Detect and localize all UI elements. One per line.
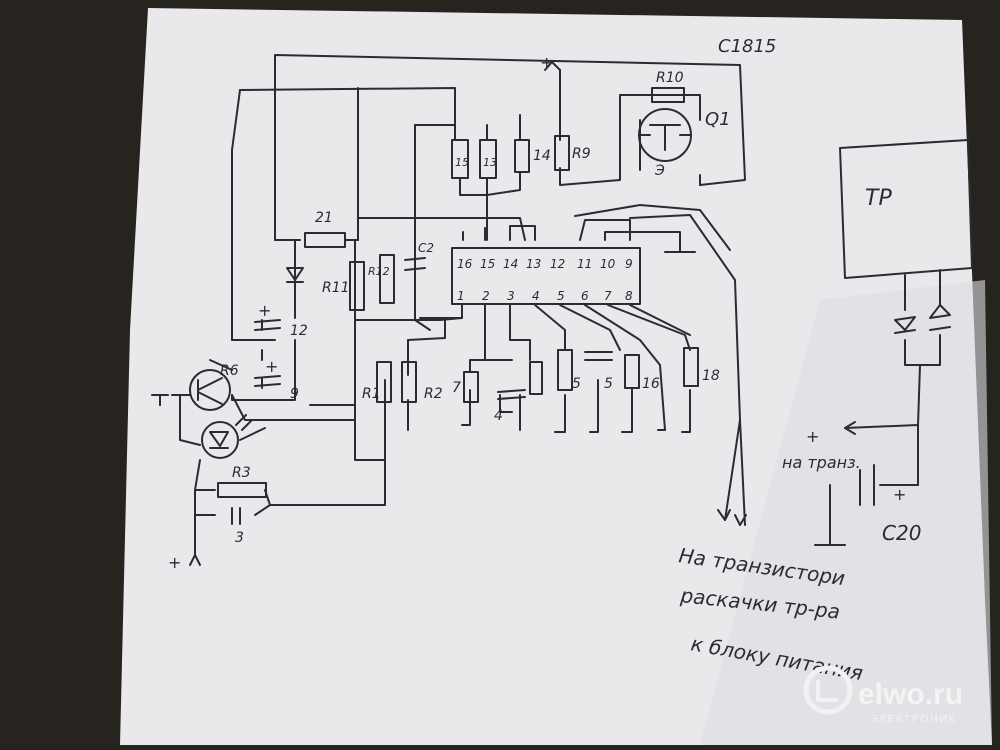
pin-label: 12 — [550, 257, 565, 271]
label-r18: 18 — [702, 368, 720, 384]
diode-d1 — [286, 267, 304, 283]
diode-d2 — [894, 316, 916, 334]
resistor-r14 — [514, 139, 530, 173]
label-r2: R2 — [424, 386, 443, 402]
label-r9: R9 — [572, 146, 591, 162]
diode-d3 — [929, 304, 951, 331]
plus-sign: + — [540, 53, 553, 72]
capacitor-c12 — [254, 319, 281, 331]
resistors — [217, 87, 699, 498]
label-c12: 12 — [290, 323, 308, 339]
signal-arrows — [151, 61, 856, 566]
capacitor-c5 — [584, 351, 613, 361]
resistor-r9 — [554, 135, 570, 171]
label-q1: Q1 — [705, 109, 731, 130]
pin-label: 4 — [532, 289, 540, 303]
label-r7: 7 — [452, 380, 461, 396]
resistor-r3 — [217, 482, 267, 498]
resistor-r13 — [479, 139, 497, 179]
led — [201, 421, 239, 459]
transformer-box — [839, 139, 973, 279]
ic-body — [451, 247, 641, 305]
resistor-r11 — [349, 261, 365, 311]
capacitor-c9 — [254, 375, 281, 387]
polarity-marks: + + + + + + — [168, 53, 906, 572]
label-r13: 13 — [483, 156, 497, 169]
label-r11: R11 — [322, 280, 350, 296]
watermark-logo-mark — [816, 680, 838, 702]
wiring — [159, 54, 941, 556]
transistor-r6 — [189, 369, 231, 411]
capacitors — [231, 257, 875, 525]
label-r5: 5 — [572, 376, 581, 392]
label-r10: R10 — [656, 70, 684, 86]
transistor-q1-symbol — [639, 124, 691, 151]
pin-label: 7 — [604, 289, 612, 303]
resistor-r5 — [557, 349, 573, 391]
capacitor-c3 — [231, 507, 241, 525]
plus-sign: + — [893, 485, 906, 504]
note-to-transistor: на транз. — [782, 453, 861, 472]
pin-label: 14 — [503, 257, 518, 271]
label-r16: 16 — [642, 376, 660, 392]
transistor-r6-symbol — [197, 377, 223, 405]
watermark: elwo.ru ЭЛЕКТРОНИК — [803, 665, 963, 725]
pin-label: 8 — [625, 289, 633, 303]
resistor-r21 — [304, 232, 346, 248]
plus-sign: + — [258, 301, 271, 320]
resistor-r18 — [683, 347, 699, 387]
transistor-model-label: C1815 — [718, 36, 776, 57]
pin-label: 2 — [482, 289, 490, 303]
resistor-r12 — [379, 254, 395, 304]
label-c4: 4 — [494, 408, 503, 424]
resistor-r1 — [376, 361, 392, 403]
label-c2: C2 — [418, 241, 434, 255]
plus-sign: + — [168, 553, 181, 572]
component-labels: C1815 21 R11 R12 C2 12 9 R6 R3 3 R1 R2 7… — [220, 36, 921, 546]
label-c9: 9 — [290, 386, 299, 402]
resistor-r7 — [463, 371, 479, 403]
resistor-r10 — [651, 87, 685, 103]
pin-label: 3 — [507, 289, 515, 303]
resistor-r15 — [451, 139, 469, 179]
pin-label: 10 — [600, 257, 616, 271]
led-symbol — [209, 414, 253, 449]
label-r15: 15 — [455, 156, 469, 169]
label-r6: R6 — [220, 363, 239, 379]
pin-label: 6 — [581, 289, 589, 303]
watermark-tagline: ЭЛЕКТРОНИК — [870, 714, 956, 725]
ic-pin-labels-bottom: 1 2 3 4 5 6 7 8 — [457, 289, 633, 303]
diodes — [286, 267, 951, 334]
label-c20: C20 — [882, 521, 921, 545]
label-c3: 3 — [235, 530, 244, 546]
label-r1: R1 — [362, 386, 381, 402]
label-transformer: TP — [865, 186, 892, 211]
label-r3: R3 — [232, 465, 251, 481]
pin-label: 13 — [526, 257, 541, 271]
pin-label: 1 — [457, 289, 465, 303]
watermark-logo — [803, 665, 853, 715]
plus-sign: + — [265, 357, 278, 376]
resistor-variable — [529, 361, 543, 395]
label-r21: 21 — [315, 210, 333, 226]
label-c5: 5 — [604, 376, 613, 392]
pin-label: 9 — [625, 257, 633, 271]
capacitor-c20 — [859, 464, 875, 506]
label-emitter: Э — [654, 163, 665, 179]
pin-label: 11 — [577, 257, 592, 271]
plus-sign: + — [806, 427, 819, 446]
capacitor-c2 — [404, 257, 426, 271]
pin-label: 16 — [457, 257, 473, 271]
watermark-brand: elwo.ru — [858, 678, 963, 711]
resistor-r2 — [401, 361, 417, 403]
ic-pin-labels-top: 16 15 14 13 12 11 10 9 — [457, 257, 633, 271]
pin-label: 15 — [480, 257, 495, 271]
label-r12: R12 — [368, 265, 390, 278]
label-r14: 14 — [533, 148, 551, 164]
capacitor-c4 — [497, 389, 526, 400]
pin-label: 5 — [557, 289, 565, 303]
resistor-r16 — [624, 354, 640, 389]
